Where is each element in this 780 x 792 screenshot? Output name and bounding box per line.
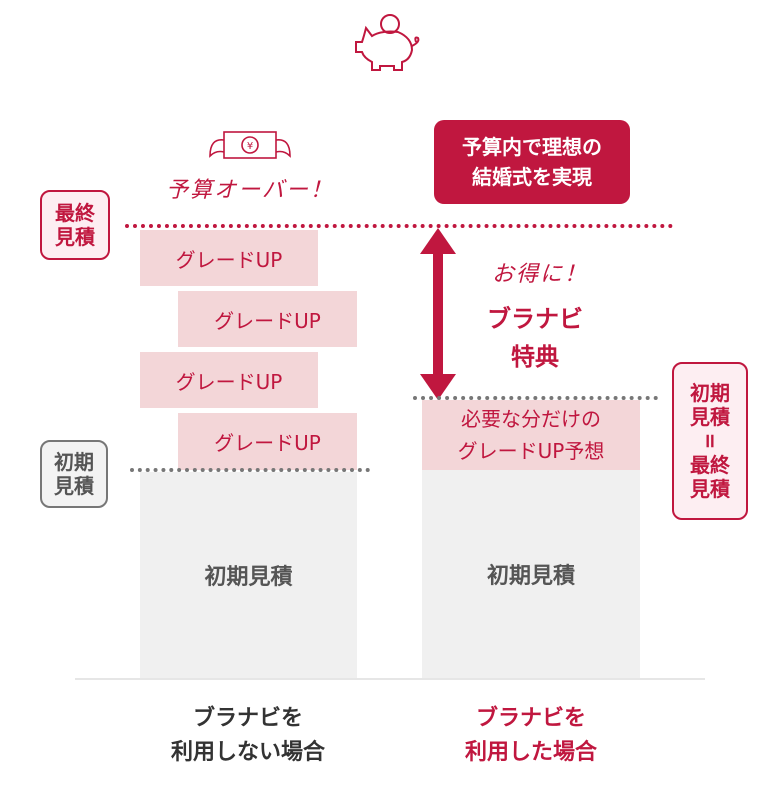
initial-equals-final-bubble: 初期 見積 = 最終 見積 — [672, 362, 748, 520]
otoku-text: お得に！ — [491, 262, 588, 287]
svg-text:¥: ¥ — [247, 141, 253, 152]
bubble-text: 見積 — [690, 477, 730, 501]
grade-up-forecast-block: 必要な分だけの グレードUP予想 — [422, 400, 640, 470]
initial-estimate-column-right: 初期見積 — [422, 470, 640, 678]
benefit-text: ブラナビ 特典 — [470, 300, 600, 376]
forecast-line-1: 必要な分だけの — [461, 407, 601, 431]
goal-box: 予算内で理想の 結婚式を実現 — [434, 120, 630, 204]
grade-up-block: グレードUP — [178, 291, 357, 347]
bubble-text: 見積 — [55, 225, 95, 249]
piggy-bank-icon — [355, 14, 420, 71]
forecast-line-2: グレードUP予想 — [457, 439, 605, 463]
flying-money-icon: ¥ — [209, 131, 291, 159]
grade-up-block: グレードUP — [140, 352, 318, 408]
caption-line: 利用しない場合 — [170, 740, 325, 765]
benefit-line-1: ブラナビ — [487, 305, 583, 333]
caption-line: 利用した場合 — [464, 740, 597, 765]
double-arrow-icon — [420, 228, 456, 400]
goal-line-2: 結婚式を実現 — [472, 165, 592, 189]
caption-without: ブラナビを 利用しない場合 — [130, 702, 366, 770]
right-estimate-line — [413, 396, 658, 400]
budget-over-text: 予算オーバー！ — [166, 178, 334, 203]
bubble-text: 最終 — [55, 201, 95, 225]
bubble-text: 最終 — [690, 453, 730, 477]
bubble-text: 初期 — [690, 381, 730, 405]
baseline — [75, 678, 705, 680]
caption-with: ブラナビを 利用した場合 — [412, 702, 650, 770]
bubble-text: 初期 — [54, 450, 94, 474]
goal-line-1: 予算内で理想の — [462, 135, 602, 159]
benefit-line-2: 特典 — [511, 343, 559, 371]
final-estimate-bubble: 最終 見積 — [40, 190, 110, 260]
caption-line: ブラナビを — [192, 706, 303, 731]
bubble-text: = — [697, 432, 722, 450]
initial-estimate-bubble: 初期 見積 — [40, 440, 108, 508]
bubble-text: 見積 — [690, 405, 730, 429]
grade-up-block: グレードUP — [178, 413, 357, 470]
final-estimate-line — [125, 224, 673, 228]
caption-line: ブラナビを — [475, 706, 586, 731]
grade-up-block: グレードUP — [140, 230, 318, 286]
initial-estimate-column-left: 初期見積 — [140, 472, 357, 678]
bubble-text: 見積 — [54, 474, 94, 498]
initial-estimate-line — [130, 468, 370, 472]
